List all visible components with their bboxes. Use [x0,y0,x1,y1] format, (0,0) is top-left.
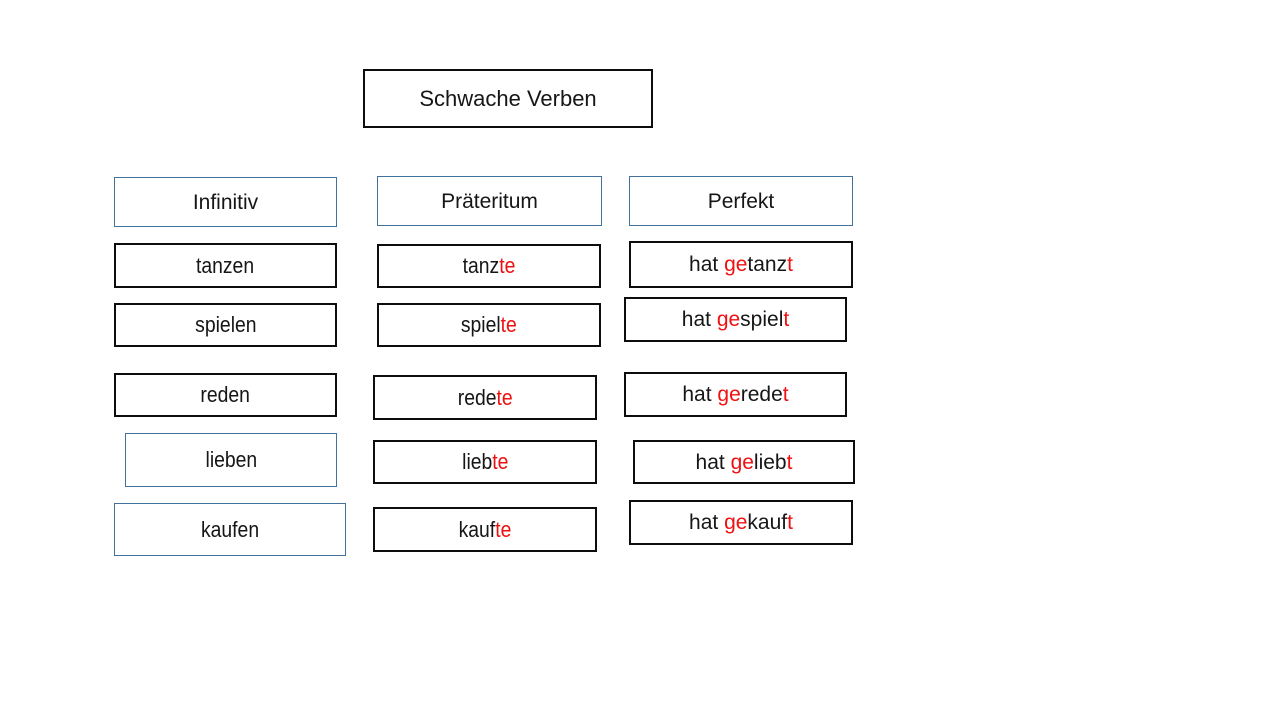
verb-word: kaufen [200,516,260,542]
infinitiv-cell-tanzen: tanzen [114,243,337,288]
praeteritum-cell-kaufte: kaufte [373,507,597,552]
verb-text: spielen [194,312,257,337]
aux-verb: hat [695,450,731,474]
ge-prefix: ge [724,253,748,276]
ge-prefix: ge [716,308,741,331]
perfekt-cell-getanzt: hat getanzt [629,241,853,288]
verb-stem: kauf [747,511,788,534]
aux-verb: hat [689,253,725,276]
header-perfekt: Perfekt [629,176,853,226]
praeteritum-cell-redete: redete [373,375,597,420]
header-label: Infinitiv [192,190,259,214]
praeteritum-cell-liebte: liebte [373,440,597,484]
t-suffix: t [782,383,789,406]
verb-word: tanzen [196,252,255,278]
verb-stem: rede [457,384,497,410]
verb-word: redete [457,384,513,410]
verb-word: hat geliebt [696,452,793,473]
verb-text: reden [200,382,251,407]
ge-prefix: ge [717,383,741,406]
verb-stem: tanz [747,253,788,276]
aux-verb: hat [681,308,717,331]
verb-stem: lieb [753,450,787,474]
t-suffix: t [787,253,793,276]
verb-stem: rede [740,383,783,406]
verb-word: liebte [462,451,508,473]
infinitiv-cell-spielen: spielen [114,303,337,347]
praeteritum-cell-tanzte: tanzte [377,244,601,288]
infinitiv-cell-reden: reden [114,373,337,417]
t-suffix: t [786,450,793,474]
title-box: Schwache Verben [363,69,653,128]
verb-stem: spiel [461,312,501,337]
verb-word: hat gekauft [689,512,793,533]
header-praeteritum: Präteritum [377,176,602,226]
verb-text: lieben [205,447,257,472]
verb-word: tanzte [463,255,516,277]
verb-ending: te [495,516,512,542]
perfekt-cell-gespielt: hat gespielt [624,297,847,342]
header-infinitiv: Infinitiv [114,177,337,227]
verb-word: hat geredet [682,384,788,405]
ge-prefix: ge [724,511,748,534]
verb-word: hat gespielt [682,309,789,330]
header-label: Präteritum [441,189,538,213]
verb-text: kaufen [200,516,260,542]
perfekt-cell-geliebt: hat geliebt [633,440,855,484]
verb-stem: tanz [462,253,500,278]
verb-ending: te [491,449,509,474]
aux-verb: hat [689,511,725,534]
perfekt-cell-gekauft: hat gekauft [629,500,853,545]
verb-ending: te [496,384,513,410]
t-suffix: t [783,308,790,331]
verb-word: spielen [195,314,256,336]
verb-text: tanzen [196,252,255,278]
verb-word: kaufte [458,516,512,542]
perfekt-cell-geredet: hat geredet [624,372,847,417]
infinitiv-cell-kaufen: kaufen [114,503,346,556]
verb-word: hat getanzt [689,254,793,275]
t-suffix: t [787,511,793,534]
verb-stem: spiel [740,308,784,331]
verb-word: lieben [205,449,257,471]
praeteritum-cell-spielte: spielte [377,303,601,347]
infinitiv-cell-lieben: lieben [125,433,337,487]
verb-stem: lieb [461,449,492,474]
verb-ending: te [499,253,516,278]
verb-word: reden [201,384,251,406]
verb-word: spielte [461,314,517,336]
aux-verb: hat [682,383,718,406]
verb-ending: te [500,312,517,337]
header-label: Perfekt [707,189,775,213]
ge-prefix: ge [730,450,754,474]
slide-title: Schwache Verben [419,85,597,111]
verb-stem: kauf [458,516,496,542]
